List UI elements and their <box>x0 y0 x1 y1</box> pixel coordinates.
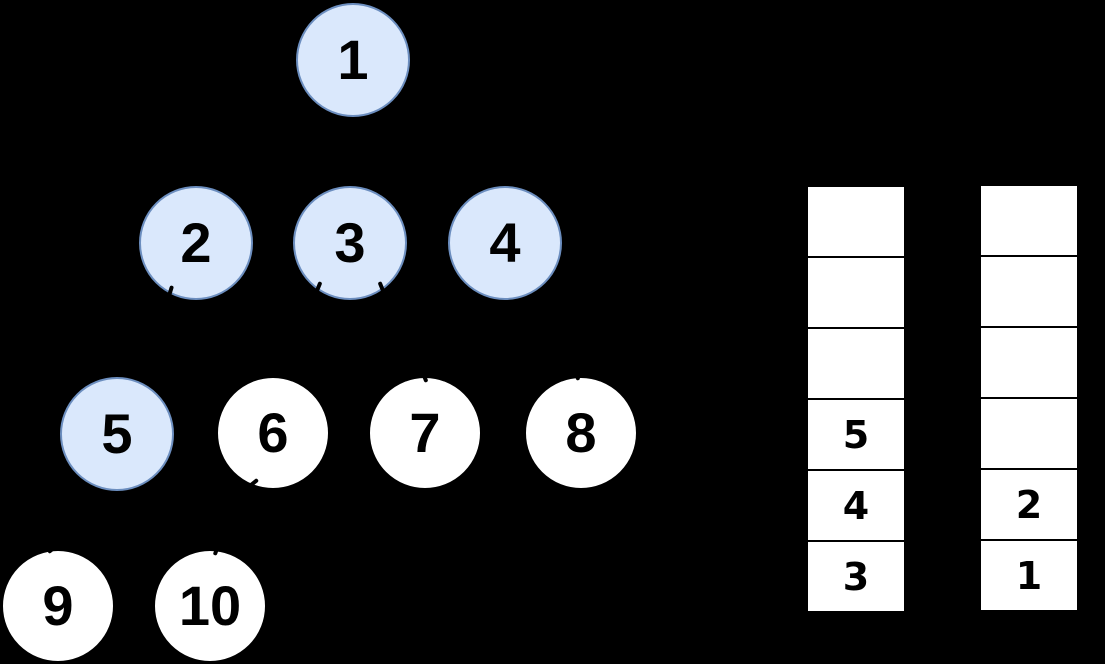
node-label: 7 <box>409 401 441 464</box>
right-stack-cell-3 <box>981 399 1077 468</box>
right-stack-cell-1 <box>981 257 1077 326</box>
tree-node-6: 6 <box>216 376 330 490</box>
left-stack-cell-0 <box>808 187 904 256</box>
left-stack-cell-4: 4 <box>808 471 904 540</box>
tree-node-1: 1 <box>296 3 410 117</box>
tree-node-8: 8 <box>524 376 638 490</box>
right-stack-cell-0 <box>981 186 1077 255</box>
left-stack-cell-1 <box>808 258 904 327</box>
node-label: 5 <box>101 402 133 465</box>
left-stack-cell-3: 5 <box>808 400 904 469</box>
right-stack-cell-2 <box>981 328 1077 397</box>
node-label: 6 <box>257 401 289 464</box>
right-stack-cell-4: 2 <box>981 470 1077 539</box>
tree-node-5: 5 <box>60 377 174 491</box>
tree-node-10: 10 <box>153 549 267 663</box>
right-stack-cell-5: 1 <box>981 541 1077 610</box>
node-label: 3 <box>334 211 366 274</box>
node-label: 2 <box>180 211 212 274</box>
tree-node-9: 9 <box>1 549 115 663</box>
node-label: 10 <box>178 574 242 637</box>
left-stack-cell-5: 3 <box>808 542 904 611</box>
stack-column-left: 5 4 3 <box>808 187 904 611</box>
tree-node-3: 3 <box>293 186 407 300</box>
left-stack-cell-2 <box>808 329 904 398</box>
tree-node-4: 4 <box>448 186 562 300</box>
node-label: 8 <box>565 401 597 464</box>
tree-node-7: 7 <box>368 376 482 490</box>
node-label: 4 <box>489 211 521 274</box>
node-label: 1 <box>337 28 369 91</box>
stack-column-right: 2 1 <box>981 186 1077 610</box>
tree-node-2: 2 <box>139 186 253 300</box>
node-label: 9 <box>42 574 74 637</box>
